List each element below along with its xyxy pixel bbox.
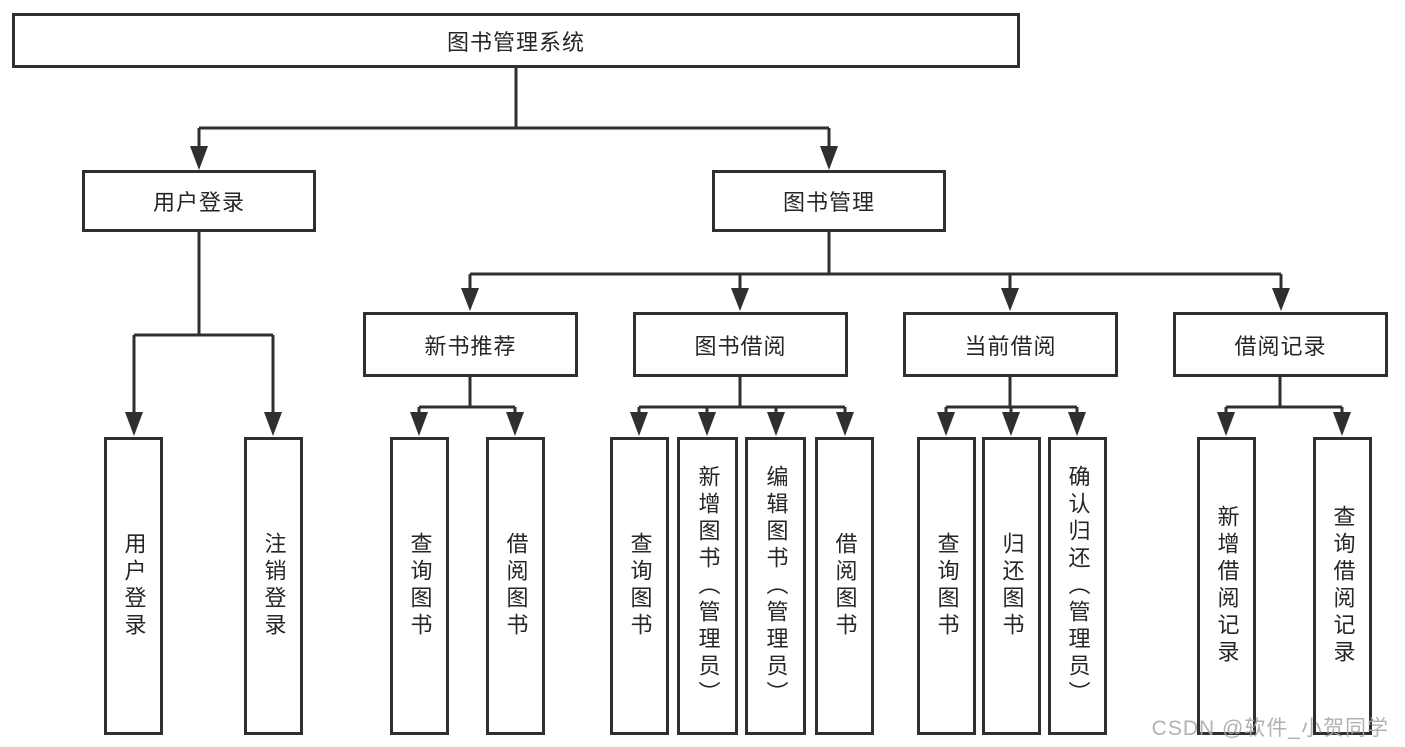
leaf-borrow-edit-books-admin: 编辑图书（管理员）	[745, 437, 806, 735]
node-new-book-recommend: 新书推荐	[363, 312, 578, 377]
leaf-newbook-query-books: 查询图书	[390, 437, 449, 735]
leaf-user-login: 用户登录	[104, 437, 163, 735]
node-book-borrow: 图书借阅	[633, 312, 848, 377]
leaf-current-confirm-return-admin: 确认归还（管理员）	[1048, 437, 1107, 735]
leaf-current-return-books: 归还图书	[982, 437, 1041, 735]
node-book-borrow-label: 图书借阅	[694, 333, 787, 359]
leaf-borrow-query-books-label: 查询图书	[627, 532, 653, 640]
node-system-root: 图书管理系统	[12, 13, 1020, 68]
csdn-watermark: CSDN @软件_小贺同学	[1151, 717, 1389, 740]
leaf-logout: 注销登录	[244, 437, 303, 735]
leaf-record-add-record: 新增借阅记录	[1197, 437, 1256, 735]
node-book-management-label: 图书管理	[782, 190, 875, 215]
leaf-borrow-borrow-books: 借阅图书	[815, 437, 874, 735]
leaf-current-query-books: 查询图书	[917, 437, 976, 735]
leaf-borrow-query-books: 查询图书	[610, 437, 669, 735]
node-user-login-label: 用户登录	[152, 190, 245, 215]
node-book-management: 图书管理	[712, 170, 946, 232]
leaf-borrow-add-books-admin-label: 新增图书（管理员）	[695, 464, 721, 708]
leaf-borrow-borrow-books-label: 借阅图书	[832, 532, 858, 640]
node-borrow-record-label: 借阅记录	[1234, 333, 1327, 359]
leaf-record-add-record-label: 新增借阅记录	[1214, 505, 1240, 667]
leaf-borrow-add-books-admin: 新增图书（管理员）	[677, 437, 738, 735]
leaf-newbook-query-books-label: 查询图书	[407, 532, 433, 640]
node-new-book-recommend-label: 新书推荐	[424, 333, 517, 359]
node-current-borrow: 当前借阅	[903, 312, 1118, 377]
leaf-current-confirm-return-admin-label: 确认归还（管理员）	[1065, 464, 1091, 708]
leaf-user-login-label: 用户登录	[121, 532, 147, 640]
leaf-newbook-borrow-books-label: 借阅图书	[503, 532, 529, 640]
node-system-root-label: 图书管理系统	[446, 29, 585, 55]
node-current-borrow-label: 当前借阅	[964, 333, 1057, 359]
leaf-logout-label: 注销登录	[261, 532, 287, 640]
leaf-current-query-books-label: 查询图书	[934, 532, 960, 640]
node-borrow-record: 借阅记录	[1173, 312, 1388, 377]
leaf-record-query-record-label: 查询借阅记录	[1330, 505, 1356, 667]
node-user-login: 用户登录	[82, 170, 316, 232]
leaf-borrow-edit-books-admin-label: 编辑图书（管理员）	[763, 464, 789, 708]
leaf-current-return-books-label: 归还图书	[999, 532, 1025, 640]
leaf-newbook-borrow-books: 借阅图书	[486, 437, 545, 735]
leaf-record-query-record: 查询借阅记录	[1313, 437, 1372, 735]
